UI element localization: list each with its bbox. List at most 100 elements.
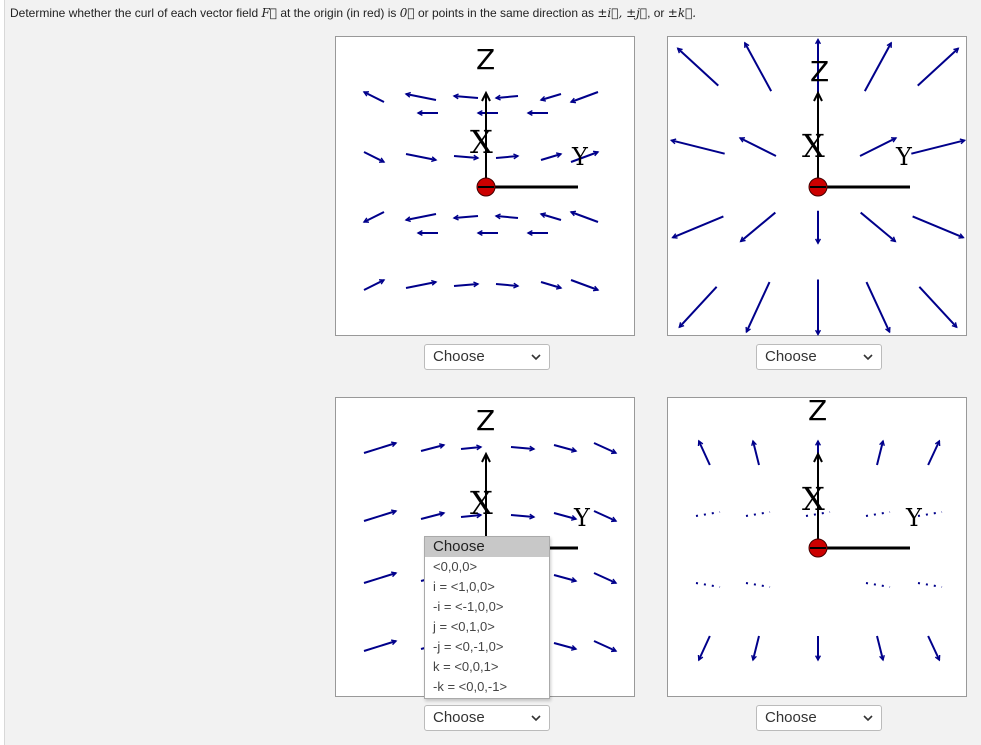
field-arrow <box>593 442 617 454</box>
arrow-head <box>555 152 563 159</box>
x-axis-label: X <box>470 484 493 522</box>
chevron-down-icon <box>531 715 541 722</box>
field-arrow <box>495 95 519 99</box>
arrow-head <box>678 322 685 329</box>
arrow-head <box>885 326 891 334</box>
arrow-head <box>390 509 398 516</box>
curl-select-2[interactable]: Choose <box>756 344 882 370</box>
dropdown-option[interactable]: -k = <0,0,-1> <box>433 679 508 694</box>
z-axis-label: Z <box>810 55 829 88</box>
arrow-head <box>751 654 757 662</box>
field-arrow <box>927 635 941 661</box>
arrow-head <box>592 150 600 157</box>
curl-select-4[interactable]: Choose <box>756 705 882 731</box>
curl-dropdown-list[interactable]: Choose <0,0,0> i = <1,0,0> -i = <-1,0,0>… <box>424 536 550 699</box>
question-middle: at the origin (in red) is <box>280 6 397 20</box>
dropdown-option[interactable]: <0,0,0> <box>433 559 478 574</box>
arrow-head <box>886 41 892 48</box>
dropdown-option[interactable]: -j = <0,-1,0> <box>433 639 504 654</box>
direction-symbols: ±i⃗, ±j⃗ <box>597 6 648 20</box>
field-dot-row <box>865 511 891 517</box>
arrow-head <box>958 233 965 239</box>
arrow-head <box>390 639 398 646</box>
field-arrow <box>740 211 776 243</box>
dropdown-option[interactable]: i = <1,0,0> <box>433 579 495 594</box>
curl-select-1[interactable]: Choose <box>424 344 550 370</box>
arrow-head <box>539 212 547 219</box>
arrow-head <box>879 439 885 447</box>
y-axis-label: Y <box>905 504 923 532</box>
y-axis-label: Y <box>571 143 589 171</box>
field-arrow <box>453 155 479 159</box>
field-arrow <box>672 215 724 239</box>
field-arrow <box>363 510 397 522</box>
field-dot-row <box>745 582 771 588</box>
arrow-head <box>570 515 578 521</box>
field-arrow <box>593 572 617 584</box>
arrow-head <box>610 516 618 523</box>
field-arrow <box>420 444 445 452</box>
curl-select-3[interactable]: Choose <box>424 705 550 731</box>
field-arrow <box>553 512 577 520</box>
dropdown-option[interactable]: -i = <-1,0,0> <box>433 599 504 614</box>
arrow-head <box>570 577 578 583</box>
field-arrow <box>752 440 760 466</box>
z-axis-arrowhead <box>813 90 823 102</box>
field-arrow <box>540 213 562 221</box>
z-axis-label: Z <box>476 43 495 76</box>
arrow-head <box>745 326 751 334</box>
arrow-head <box>671 233 678 239</box>
arrow-head <box>513 153 520 160</box>
field-arrow <box>540 281 562 289</box>
field-arrow <box>460 446 482 450</box>
field-arrow <box>859 137 897 157</box>
arrow-head <box>378 157 386 163</box>
field-arrow <box>453 215 479 219</box>
field-arrow <box>363 640 397 652</box>
arrow-head <box>592 285 600 292</box>
field-arrow <box>570 211 599 223</box>
or-word: , or <box>647 6 665 20</box>
dropdown-option[interactable]: j = <0,1,0> <box>433 619 495 634</box>
field-arrow <box>405 213 437 221</box>
arrow-head <box>610 646 618 653</box>
field-arrow <box>540 153 562 161</box>
field-arrow <box>593 640 617 652</box>
arrow-head <box>953 47 960 54</box>
arrow-head <box>438 511 446 517</box>
z-axis-arrowhead <box>481 90 491 102</box>
field-arrow <box>510 446 535 450</box>
arrow-head <box>934 654 941 662</box>
field-arrow <box>363 572 397 584</box>
select-value: Choose <box>765 348 817 365</box>
z-axis-arrowhead <box>481 451 491 463</box>
field-arrow <box>363 91 385 103</box>
dropdown-option[interactable]: Choose <box>425 537 549 557</box>
arrow-head <box>697 439 704 447</box>
field-arrow <box>553 642 577 650</box>
field-arrow <box>912 215 964 239</box>
field-arrow <box>405 93 437 101</box>
select-value: Choose <box>765 709 817 726</box>
arrow-head <box>494 94 501 101</box>
select-value: Choose <box>433 348 485 365</box>
field-dot-row <box>695 582 721 588</box>
field-arrow <box>363 279 385 291</box>
field-arrow <box>405 153 437 161</box>
field-arrow <box>745 281 771 333</box>
arrow-head <box>416 109 423 117</box>
field-arrow <box>453 283 479 287</box>
field-arrow <box>865 281 891 333</box>
arrow-head <box>438 443 446 449</box>
z-axis-label: Z <box>476 404 495 437</box>
dropdown-option[interactable]: k = <0,0,1> <box>433 659 499 674</box>
field-arrow <box>405 281 437 289</box>
x-axis-label: X <box>802 480 825 518</box>
arrow-head <box>610 448 618 455</box>
field-arrow <box>739 137 777 157</box>
